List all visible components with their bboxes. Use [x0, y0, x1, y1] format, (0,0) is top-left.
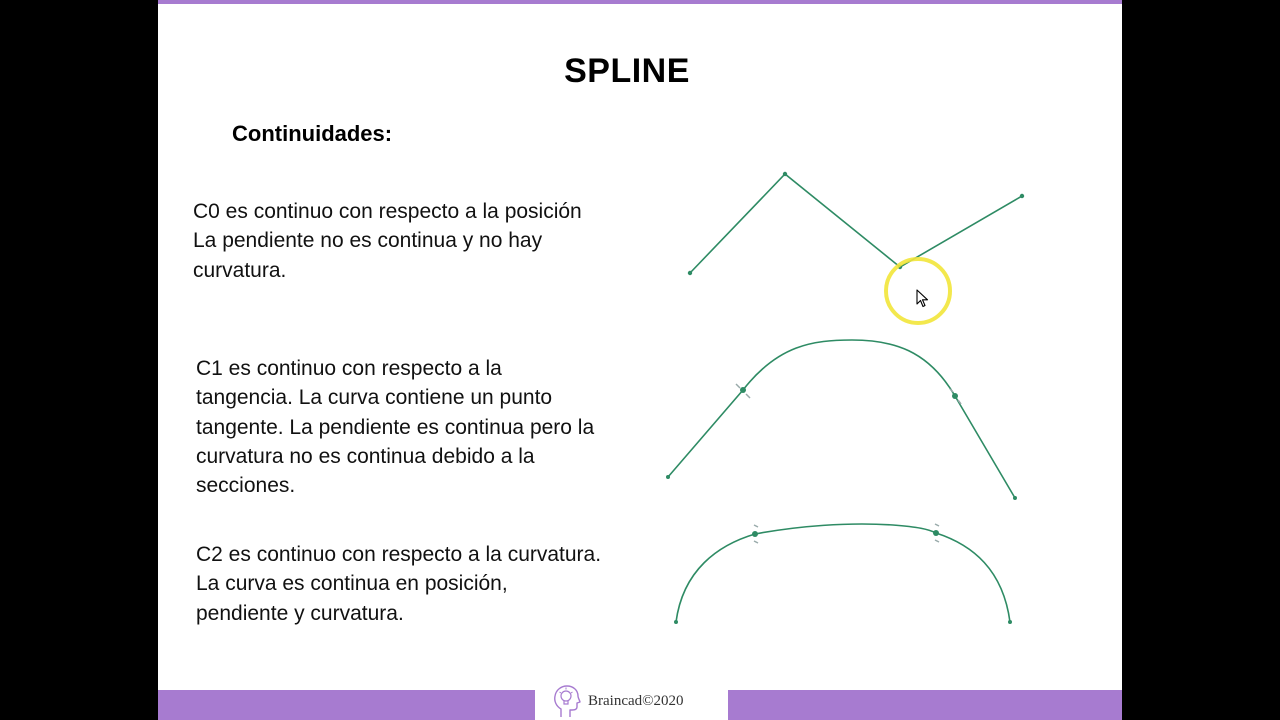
c2-control-point — [752, 531, 758, 537]
c0-control-point — [782, 171, 788, 177]
c0-control-point — [687, 270, 693, 276]
c1-tangent-marker — [949, 388, 954, 393]
c0-polyline — [689, 172, 1023, 274]
c1-curve — [667, 339, 1016, 499]
c2-line: La curva es continua en posición, — [196, 572, 508, 596]
mouse-cursor-icon — [916, 289, 929, 308]
c1-description: C1 es continuo con respecto a la tangenc… — [196, 354, 594, 500]
lightbulb-head-icon — [554, 685, 581, 717]
slide-subtitle: Continuidades: — [232, 121, 393, 146]
c1-endpoint — [666, 475, 670, 479]
slide: SPLINE Continuidades: C0 es continuo con… — [158, 0, 1122, 720]
c1-tangent-marker — [745, 393, 751, 399]
c2-spline-diagram — [674, 523, 1012, 624]
c0-description: C0 es continuo con respecto a la posició… — [193, 197, 582, 285]
c1-tangent-point — [952, 393, 958, 399]
c2-control-point — [933, 530, 939, 536]
c1-line: secciones. — [196, 474, 296, 498]
c1-spline-diagram — [666, 339, 1017, 500]
c1-line: C1 es continuo con respecto a la — [196, 357, 502, 380]
footer-brand: Braincad©2020 — [552, 682, 684, 720]
c1-line: tangente. La pendiente es continua pero … — [196, 415, 595, 439]
c2-line: pendiente y curvatura. — [196, 601, 404, 625]
c0-line: La pendiente no es continua y no hay — [193, 229, 543, 253]
brand-copyright: Braincad©2020 — [588, 692, 684, 709]
c2-marker — [934, 539, 940, 543]
c2-endpoint — [674, 620, 678, 624]
slide-title: SPLINE — [564, 52, 690, 90]
footer-bar-left — [158, 690, 535, 720]
c2-marker — [753, 524, 759, 528]
continuity-diagrams — [666, 171, 1025, 624]
c2-line: C2 es continuo con respecto a la curvatu… — [196, 543, 602, 566]
c2-description: C2 es continuo con respecto a la curvatu… — [196, 540, 601, 628]
c2-endpoint — [1008, 620, 1012, 624]
c1-endpoint — [1013, 496, 1017, 500]
c1-line: curvatura no es continua debido a la — [196, 444, 535, 468]
c0-control-point — [1019, 193, 1025, 199]
top-accent-band — [158, 0, 1122, 4]
c1-tangent-marker — [735, 383, 741, 389]
footer-bar-right — [728, 690, 1122, 720]
c2-curve — [675, 523, 1011, 623]
c0-polyline-diagram — [687, 171, 1025, 276]
c0-line: C0 es continuo con respecto a la posició… — [193, 200, 582, 223]
c2-marker — [753, 540, 759, 544]
c0-line: curvatura. — [193, 258, 287, 282]
c1-line: tangencia. La curva contiene un punto — [196, 386, 553, 410]
c1-tangent-marker — [957, 399, 962, 405]
click-highlight-ring — [884, 257, 952, 325]
c2-marker — [934, 523, 940, 527]
c1-tangent-point — [740, 387, 746, 393]
